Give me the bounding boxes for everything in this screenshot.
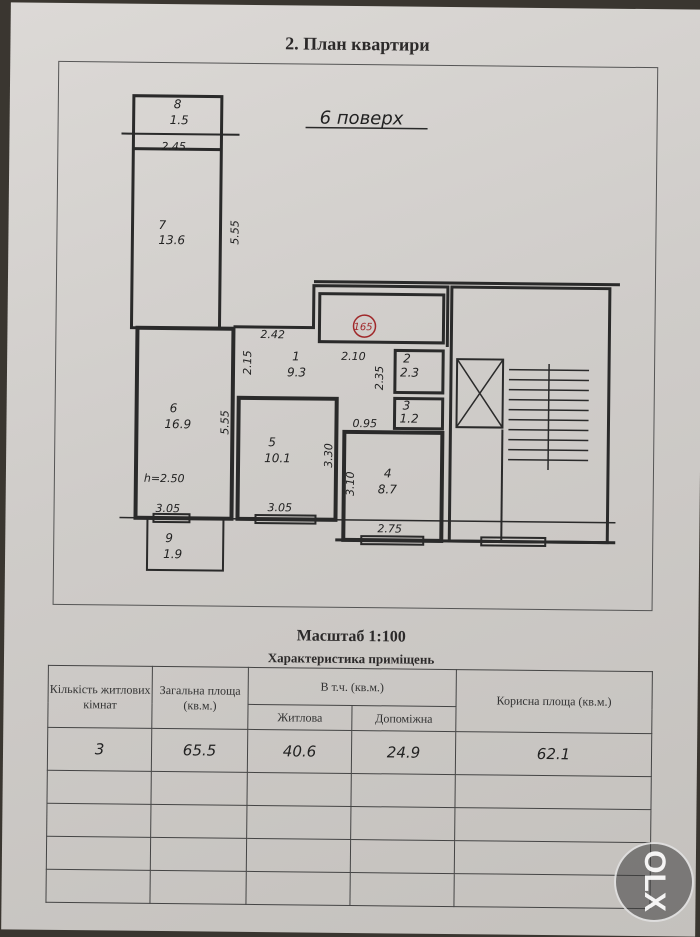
dimension-label: 2.75 (377, 522, 402, 535)
value-auxiliary: 24.9 (351, 730, 456, 775)
room-2-area: 2.3 (400, 365, 419, 379)
room-3-number: 3 (403, 399, 411, 413)
room-4-area: 8.7 (378, 482, 398, 496)
table-row (45, 869, 651, 909)
room-8-area: 1.5 (170, 113, 189, 127)
dimension-label: 2.35 (373, 366, 386, 391)
room-1-area: 9.3 (287, 365, 306, 379)
dimension-label: 2.10 (341, 350, 366, 363)
room-3-area: 1.2 (399, 411, 418, 425)
room-6-area: 16.9 (164, 417, 191, 431)
olx-watermark-text: OLX (638, 850, 671, 912)
room-5-area: 10.1 (264, 451, 291, 465)
value-total-area: 65.5 (151, 728, 248, 773)
header-living: Житлова (247, 704, 353, 731)
dimension-label: 3.10 (344, 471, 357, 496)
room-7-number: 7 (158, 218, 166, 232)
dimension-label: 2.45 (161, 140, 186, 153)
area-stamp: 165 (353, 322, 372, 333)
room-6-number: 6 (170, 401, 178, 415)
value-useful-area: 62.1 (455, 731, 652, 777)
dimension-label: 5.55 (218, 410, 231, 435)
value-rooms-count: 3 (47, 727, 152, 772)
room-4-number: 4 (384, 466, 392, 480)
dimension-label: 5.55 (228, 220, 241, 245)
room-1-number: 1 (292, 349, 300, 363)
room-7-area: 13.6 (158, 233, 185, 247)
header-including: В т.ч. (кв.м.) (248, 667, 457, 707)
room-8-number: 8 (174, 97, 182, 111)
dimension-label: 2.42 (260, 328, 285, 341)
ceiling-height-label: h=2.50 (144, 472, 185, 485)
room-5-number: 5 (268, 435, 276, 449)
room-9-area: 1.9 (163, 547, 182, 561)
room-9-number: 9 (165, 531, 173, 545)
header-auxiliary: Допоміжна (351, 705, 457, 732)
header-total-area: Загальна площа (кв.м.) (151, 666, 249, 730)
floor-label: 6 поверх (320, 108, 404, 130)
dimension-label: 2.15 (241, 350, 254, 375)
dimension-label: 0.95 (352, 417, 377, 430)
room-2-number: 2 (403, 352, 411, 366)
table-row: 3 65.5 40.6 24.9 62.1 (47, 727, 652, 777)
header-useful-area: Корисна площа (кв.м.) (455, 669, 653, 734)
olx-watermark-logo: OLX (614, 842, 694, 922)
characteristics-table: Кількість житлових кімнат Загальна площа… (45, 665, 653, 909)
dimension-label: 3.05 (268, 501, 293, 514)
value-living: 40.6 (247, 729, 352, 774)
dimension-label: 3.05 (156, 502, 181, 515)
dimension-label: 3.30 (322, 443, 335, 468)
header-rooms-count: Кількість житлових кімнат (47, 665, 153, 729)
